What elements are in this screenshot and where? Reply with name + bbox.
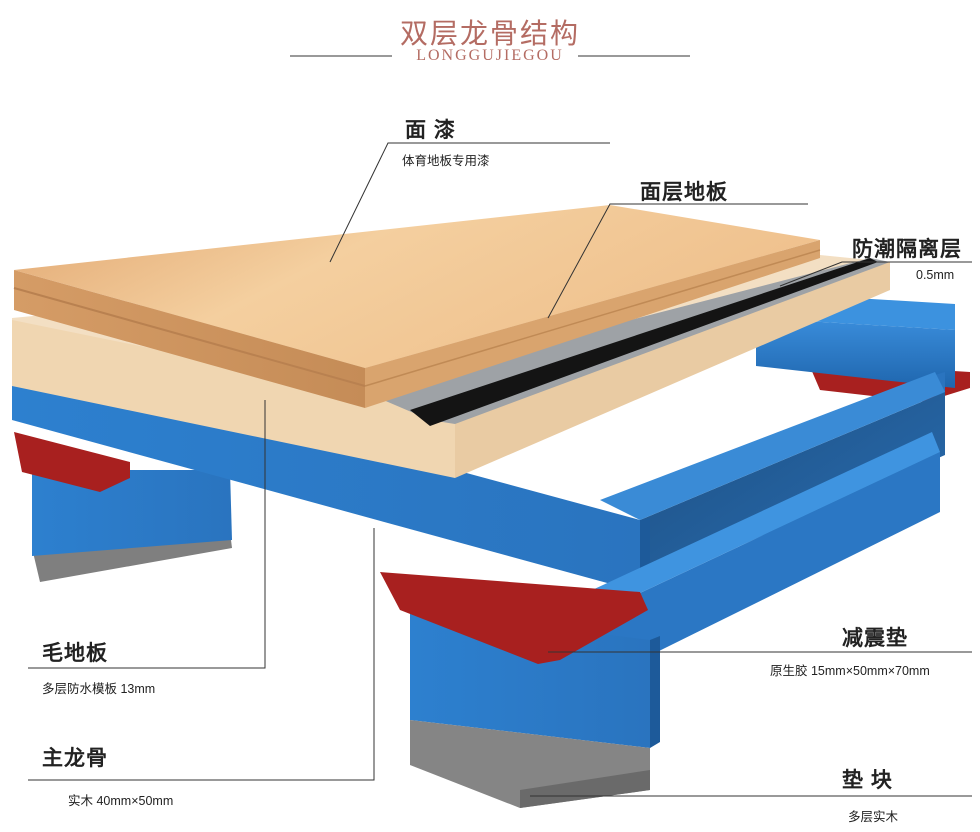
left-damper [14,432,130,492]
label-pad-block: 垫 块 [842,769,893,792]
label-main-joist: 主龙骨 [42,747,108,770]
long-joist-top [600,372,945,520]
board-groove-line-side [364,249,821,387]
lower-joist-top [532,432,940,640]
leader-moisture-barrier [779,261,972,287]
leader-paint [329,142,610,263]
surface-board-top [14,205,820,368]
leader-main-joist [28,528,375,781]
label-moisture-barrier-sub: 0.5mm [916,268,955,282]
center-pad-shadow [520,770,650,808]
diagram-title: 双层龙骨结构 [399,17,580,50]
label-paint: 面 漆 [405,119,456,142]
subfloor-front-edge [12,320,455,478]
label-main-joist-sub: 实木 40mm×50mm [68,794,174,808]
label-subfloor: 毛地板 [42,642,108,665]
center-post [410,610,650,748]
subfloor-side-edge [455,262,890,478]
leader-lines [28,142,972,797]
lower-joist-face [540,452,940,700]
label-damper-sub: 原生胶 15mm×50mm×70mm [770,664,930,678]
leader-surface-board [547,203,808,319]
moisture-barrier-black-strip [410,258,878,426]
surface-board-side-edge [365,240,820,408]
label-paint-sub: 体育地板专用漆 [402,154,490,168]
label-pad-block-sub: 多层实木 [848,810,899,824]
leader-subfloor [28,400,266,669]
center-post-end [650,636,660,748]
label-damper: 减震垫 [842,627,908,650]
label-subfloor-sub: 多层防水模板 13mm [42,682,156,696]
back-joist-side [756,318,955,388]
label-surface-board: 面层地板 [640,181,728,204]
board-groove-line [13,287,366,387]
surface-board-front-edge [14,270,365,408]
label-moisture-barrier: 防潮隔离层 [852,238,962,261]
center-damper [380,572,648,664]
left-post [32,470,232,556]
diagram-subtitle: LONGGUJIEGOU [416,47,564,64]
